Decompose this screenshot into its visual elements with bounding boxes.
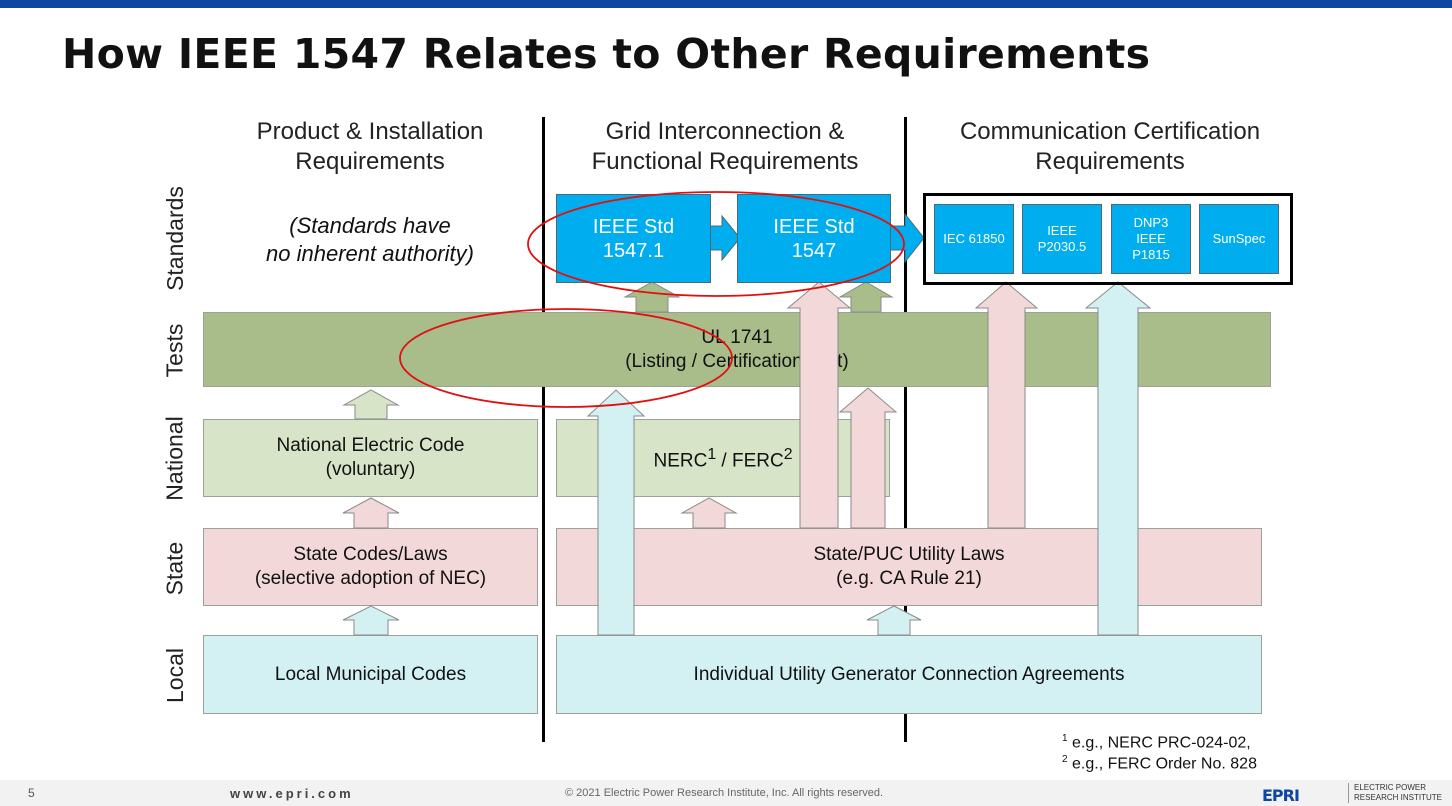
arrow-state-to-nec xyxy=(342,497,400,529)
std-line: DNP3 xyxy=(1133,215,1169,230)
std-line: IEC 61850 xyxy=(943,231,1005,246)
footnote-2: 2 e.g., FERC Order No. 828 xyxy=(1062,754,1257,773)
standards-note: (Standards have no inherent authority) xyxy=(230,212,510,268)
column-divider-right xyxy=(904,117,907,742)
arrow-utility-to-puc xyxy=(866,605,922,636)
footnote-1: 1 e.g., NERC PRC-024-02, xyxy=(1062,733,1251,752)
column-header-product: Product & Installation Requirements xyxy=(215,117,525,177)
column-header-grid: Grid Interconnection & Functional Requir… xyxy=(550,117,900,177)
footnote-mark-2: 2 xyxy=(783,445,793,463)
national-electric-code-box: National Electric Code (voluntary) xyxy=(203,419,538,497)
standards-note-line: (Standards have xyxy=(289,213,451,238)
row-label-text: Standards xyxy=(161,185,188,291)
arrow-1547-1-to-1547 xyxy=(707,214,741,262)
state-puc-box: State/PUC Utility Laws (e.g. CA Rule 21) xyxy=(556,528,1262,606)
sunspec-box: SunSpec xyxy=(1199,204,1279,274)
row-label-tests: Tests xyxy=(155,323,195,377)
standards-note-line: no inherent authority) xyxy=(266,241,474,266)
footnote-text: e.g., NERC PRC-024-02, xyxy=(1067,734,1251,752)
nerc-ferc-label: NERC1 / FERC2 xyxy=(653,443,792,473)
slide-title: How IEEE 1547 Relates to Other Requireme… xyxy=(62,30,1151,78)
column-divider-left xyxy=(542,117,545,742)
arrow-local-to-state xyxy=(342,605,400,636)
std-line: 1547 xyxy=(791,239,837,262)
state-puc-line: State/PUC Utility Laws xyxy=(813,544,1005,565)
tests-ul1741-box: UL 1741 (Listing / Certification Test) xyxy=(203,312,1271,387)
std-line: SunSpec xyxy=(1212,231,1266,246)
epri-logo-text: ELECTRIC POWER RESEARCH INSTITUTE xyxy=(1348,783,1442,803)
footnote-text: e.g., FERC Order No. 828 xyxy=(1067,755,1257,773)
local-utility-box: Individual Utility Generator Connection … xyxy=(556,635,1262,714)
row-label-national: National xyxy=(155,416,195,500)
row-label-local: Local xyxy=(155,648,195,703)
page-number: 5 xyxy=(28,786,35,800)
std-line: P2030.5 xyxy=(1037,239,1087,254)
std-line: IEEE Std xyxy=(773,215,855,238)
column-header-line: Grid Interconnection & xyxy=(605,118,845,145)
std-line: P1815 xyxy=(1132,247,1170,262)
nec-line: (voluntary) xyxy=(325,459,416,480)
row-label-text: Local xyxy=(161,647,188,703)
column-header-line: Requirements xyxy=(295,148,445,175)
iec-61850-box: IEC 61850 xyxy=(934,204,1014,274)
std-line: IEEE xyxy=(1136,231,1166,246)
column-header-line: Product & Installation xyxy=(256,118,484,145)
std-line: 1547.1 xyxy=(602,239,665,262)
communication-standards-group xyxy=(923,193,1293,285)
ferc-text: / FERC xyxy=(716,450,784,472)
row-label-text: National xyxy=(161,415,188,501)
column-header-line: Functional Requirements xyxy=(591,148,859,175)
nerc-ferc-box: NERC1 / FERC2 xyxy=(556,419,890,497)
footnote-mark-1: 1 xyxy=(707,445,717,463)
arrow-tests-to-1547 xyxy=(838,281,894,313)
state-codes-box: State Codes/Laws (selective adoption of … xyxy=(203,528,538,606)
ieee-1547-box: IEEE Std 1547 xyxy=(737,194,891,283)
row-label-state: State xyxy=(155,541,195,595)
column-header-line: Communication Certification xyxy=(959,118,1261,145)
arrow-puc-to-nerc xyxy=(680,497,738,529)
std-line: IEEE xyxy=(1047,223,1077,238)
website-link[interactable]: www.epri.com xyxy=(230,786,354,801)
row-label-text: State xyxy=(161,541,188,595)
row-label-text: Tests xyxy=(161,323,188,377)
top-accent-bar xyxy=(0,0,1452,8)
epri-logo: EPRI ELECTRIC POWER RESEARCH INSTITUTE xyxy=(1262,783,1442,805)
local-municipal-text: Local Municipal Codes xyxy=(274,663,467,685)
arrow-tests-to-1547-1 xyxy=(623,281,681,313)
row-label-standards: Standards xyxy=(155,186,195,291)
epri-logo-mark: EPRI xyxy=(1262,786,1300,805)
std-line: IEEE Std xyxy=(592,215,675,238)
logo-line: ELECTRIC POWER xyxy=(1354,783,1427,792)
arrow-nec-to-tests xyxy=(342,389,400,420)
local-utility-text: Individual Utility Generator Connection … xyxy=(693,663,1125,685)
tests-line: (Listing / Certification Test) xyxy=(625,350,849,372)
ieee-1547-1-box: IEEE Std 1547.1 xyxy=(556,194,711,283)
dnp3-ieee-p1815-box: DNP3 IEEE P1815 xyxy=(1111,204,1191,274)
state-puc-line: (e.g. CA Rule 21) xyxy=(836,568,982,589)
copyright-notice: © 2021 Electric Power Research Institute… xyxy=(565,787,884,799)
footnote-mark: 1 xyxy=(1062,733,1068,744)
tests-line: UL 1741 xyxy=(701,326,773,348)
column-header-line: Requirements xyxy=(1035,148,1185,175)
ieee-p2030-5-box: IEEE P2030.5 xyxy=(1022,204,1102,274)
nerc-text: NERC xyxy=(653,450,708,472)
logo-line: RESEARCH INSTITUTE xyxy=(1354,793,1443,802)
state-codes-line: (selective adoption of NEC) xyxy=(254,568,487,589)
local-municipal-box: Local Municipal Codes xyxy=(203,635,538,714)
column-header-comm: Communication Certification Requirements xyxy=(920,117,1300,177)
nec-line: National Electric Code xyxy=(276,435,465,456)
footnote-mark: 2 xyxy=(1062,754,1068,765)
footer-bar xyxy=(0,780,1452,806)
state-codes-line: State Codes/Laws xyxy=(293,544,448,565)
